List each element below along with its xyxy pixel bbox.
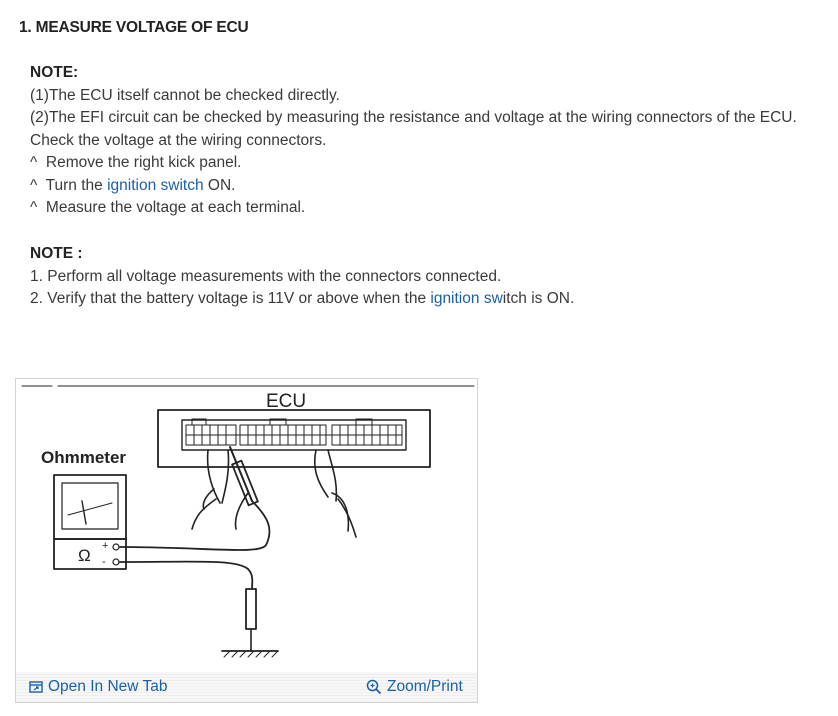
minus-terminal: - — [102, 556, 106, 568]
open-in-new-tab-button[interactable]: Open In New Tab — [29, 678, 167, 696]
bullet-icon: ^ — [30, 199, 38, 216]
ecu-label: ECU — [266, 391, 306, 412]
open-new-tab-icon — [29, 681, 43, 693]
bullet-icon: ^ — [30, 176, 38, 194]
ignition-switch-link[interactable]: ignition switch — [107, 176, 204, 194]
zoom-print-button[interactable]: Zoom/Print — [366, 678, 463, 696]
step-text: Measure the voltage at each terminal. — [45, 199, 306, 216]
note-text: 2. Verify that the battery voltage is 11… — [30, 290, 431, 307]
note-text: itch is ON. — [502, 290, 575, 307]
note-section-2: NOTE : 1. Perform all voltage measuremen… — [30, 243, 574, 311]
note-line: 2. Verify that the battery voltage is 11… — [30, 288, 574, 311]
note-label: NOTE: — [30, 64, 79, 81]
figure-toolbar: Open In New Tab Zoom/Print — [16, 672, 477, 702]
omega-symbol: Ω — [78, 546, 91, 565]
note-section-1: NOTE: (1)The ECU itself cannot be checke… — [30, 62, 797, 220]
ohmmeter-label: Ohmmeter — [41, 448, 126, 467]
page-title: 1. MEASURE VOLTAGE OF ECU — [19, 19, 249, 36]
bullet-icon: ^ — [30, 154, 38, 171]
step-text: Turn the — [45, 176, 108, 194]
note-label: NOTE : — [30, 245, 83, 262]
note-line: Check the voltage at the wiring connecto… — [30, 131, 327, 149]
ecu-ohmmeter-diagram: ECU Ohmmeter Ω + - — [21, 385, 475, 658]
ignition-link[interactable]: ignition — [430, 290, 480, 307]
zoom-print-label: Zoom/Print — [387, 678, 463, 695]
open-in-new-tab-label: Open In New Tab — [48, 678, 168, 695]
ecu-diagram-figure: ECU Ohmmeter Ω + - — [15, 378, 478, 703]
plus-terminal: + — [102, 540, 108, 552]
step-text: ON. — [203, 176, 236, 194]
step-item: ^ Turn the ignition switch ON. — [30, 175, 797, 198]
step-item: ^ Remove the right kick panel. — [30, 152, 797, 175]
note-line: (1)The ECU itself cannot be checked dire… — [30, 86, 340, 104]
zoom-in-icon — [366, 679, 382, 695]
step-text: Remove the right kick panel. — [45, 154, 242, 171]
note-line: (2)The EFI circuit can be checked by mea… — [30, 109, 797, 126]
step-item: ^ Measure the voltage at each terminal. — [30, 197, 797, 220]
note-line: 1. Perform all voltage measurements with… — [30, 267, 502, 285]
switch-link[interactable]: sw — [483, 290, 503, 307]
